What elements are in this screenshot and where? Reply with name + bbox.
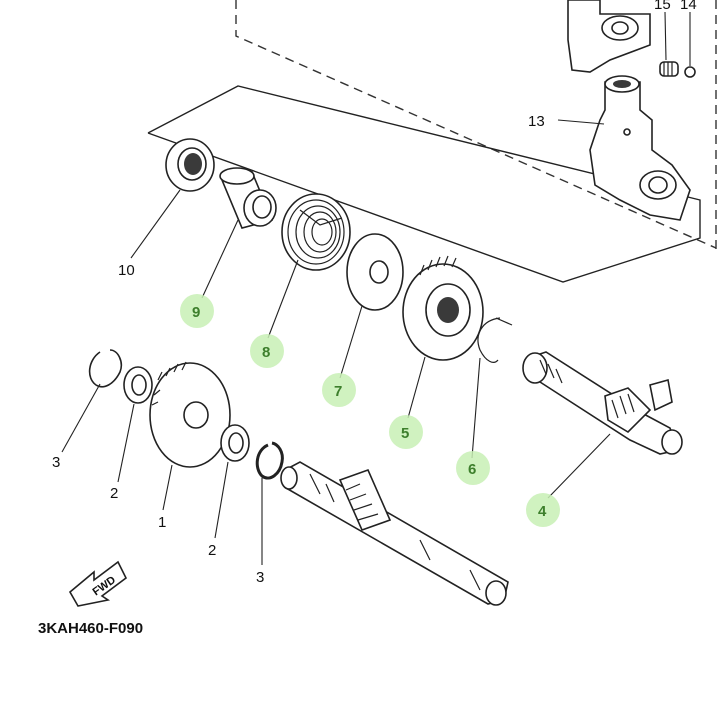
kick-crank-boss-part-13	[589, 75, 691, 221]
callout-9: 9	[192, 304, 200, 321]
callout-15: 15	[654, 0, 671, 13]
ball-part-14	[684, 66, 696, 78]
kick-axle-part-4	[522, 351, 683, 455]
kick-arm-part-top	[567, 0, 651, 73]
ratchet-wheel-part-1	[149, 361, 231, 468]
callout-7: 7	[334, 383, 342, 400]
spring-pin-part-15	[659, 61, 679, 77]
callout-8: 8	[262, 344, 270, 361]
diagram-code: 3KAH460-F090	[38, 620, 143, 637]
callout-14: 14	[680, 0, 697, 13]
torsion-spring-part-8	[281, 193, 351, 271]
circlip-part-3-left	[88, 349, 123, 388]
leader-lines	[61, 11, 691, 565]
callout-3-lower: 3	[256, 569, 264, 586]
highlight-markers	[180, 294, 560, 527]
kick-shaft	[280, 461, 509, 606]
subassembly-dashed-boundary	[235, 0, 717, 250]
callout-1: 1	[158, 514, 166, 531]
callout-4: 4	[538, 503, 547, 520]
group-boundary	[147, 85, 701, 283]
washer-part-2-left	[123, 366, 153, 404]
washer-part-2-lower	[220, 424, 250, 462]
circlip-part-3-lower	[255, 441, 284, 480]
callout-10: 10	[118, 262, 135, 279]
forward-direction-arrow-icon: FWD	[68, 560, 128, 607]
kick-gear-part-5	[402, 255, 484, 361]
collar-part-9	[219, 167, 277, 229]
callout-3-upper: 3	[52, 454, 60, 471]
oil-seal-part-10	[165, 138, 215, 192]
callout-5: 5	[401, 425, 409, 442]
callout-2-upper: 2	[110, 485, 118, 502]
callout-13: 13	[528, 113, 545, 130]
callout-6: 6	[468, 461, 476, 478]
clip-part-6	[477, 317, 513, 363]
callout-2-lower: 2	[208, 542, 216, 559]
washer-part-7	[346, 233, 404, 311]
